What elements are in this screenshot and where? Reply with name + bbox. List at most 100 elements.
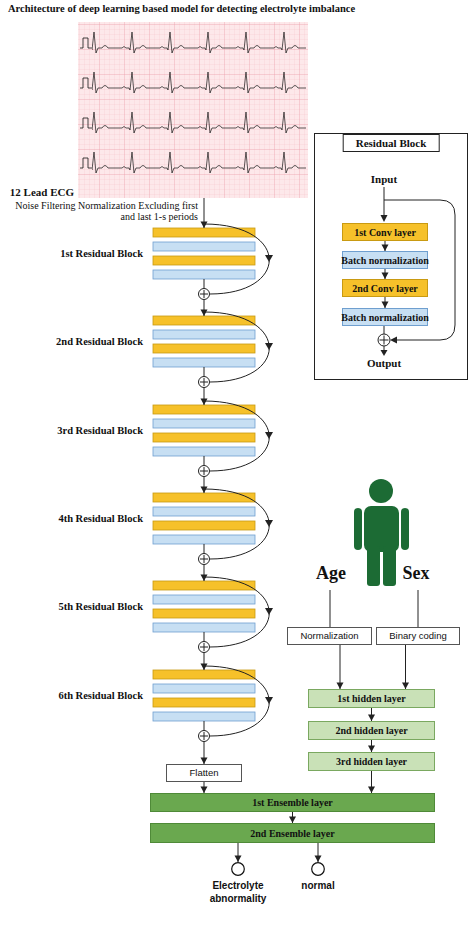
connector-line xyxy=(204,632,205,670)
edge-label: Noise Filtering Normalization Excluding … xyxy=(8,200,198,222)
node-text: 1st Ensemble layer xyxy=(252,797,333,808)
norm-bar xyxy=(153,242,255,251)
residual-block: 6th Residual Block xyxy=(153,670,255,721)
conv-bar xyxy=(153,256,255,265)
connector-line xyxy=(318,843,319,862)
connector-line xyxy=(204,367,205,405)
connector-line xyxy=(238,843,239,862)
person-arm xyxy=(354,508,362,550)
arrow-head xyxy=(201,664,208,671)
norm-bar xyxy=(153,330,255,339)
connector xyxy=(337,645,344,689)
layer-bars xyxy=(153,228,255,721)
arrow-head xyxy=(201,310,208,317)
conv-bar xyxy=(153,698,255,707)
norm-bar xyxy=(153,712,255,721)
output-circle xyxy=(311,862,325,876)
norm-bar xyxy=(153,507,255,516)
connector xyxy=(235,843,242,862)
node-text: Binary coding xyxy=(389,631,447,641)
arrow-head xyxy=(201,222,208,229)
wire xyxy=(384,325,385,350)
connector-line xyxy=(292,812,293,823)
input-label: Sex xyxy=(386,564,446,584)
conv-bar xyxy=(153,609,255,618)
norm-bar xyxy=(153,684,255,693)
person-leg xyxy=(383,546,396,586)
connector-line xyxy=(204,721,205,764)
sum-node xyxy=(378,334,390,346)
skip-arc xyxy=(204,666,269,736)
conv-bar xyxy=(153,433,255,442)
node-text: 2nd Ensemble layer xyxy=(250,828,334,839)
box-title: Residual Block xyxy=(343,134,440,152)
output-circle xyxy=(231,862,245,876)
hidden-layer: 3rd hidden layer xyxy=(308,752,435,771)
block-label: 6th Residual Block xyxy=(58,690,143,702)
connector-line xyxy=(204,544,205,581)
node-text: Flatten xyxy=(189,768,218,778)
arrow-head xyxy=(381,350,388,356)
input-label: Age xyxy=(304,564,358,584)
person-icon xyxy=(354,479,409,586)
block-label: 1st Residual Block xyxy=(60,248,143,260)
ecg-image: 12 Lead ECG xyxy=(78,22,308,198)
connector xyxy=(201,456,208,493)
connector-line xyxy=(204,198,205,228)
node-text: 1st Conv layer xyxy=(354,227,416,238)
arrow-head xyxy=(381,215,388,222)
wire xyxy=(384,187,385,216)
ecg-paper xyxy=(78,22,308,198)
io-label: Output xyxy=(354,357,414,369)
connector-line xyxy=(385,269,386,279)
detail-wires xyxy=(381,187,456,356)
connector-line xyxy=(385,241,386,251)
arrow-head xyxy=(265,608,273,615)
block-label: 3rd Residual Block xyxy=(57,425,143,437)
skip-arc xyxy=(204,312,269,382)
ecg-grid xyxy=(78,22,308,198)
norm-bar xyxy=(153,535,255,544)
norm-bar xyxy=(153,358,255,367)
node-text: Normalization xyxy=(300,631,358,641)
output-circle-shape xyxy=(312,863,325,876)
residual-block: 2nd Residual Block xyxy=(153,316,255,367)
conv-layer: 1st Conv layer xyxy=(342,223,428,241)
arrow-head xyxy=(265,343,273,350)
sum-node xyxy=(199,377,210,388)
ecg-illustration xyxy=(78,22,308,198)
residual-block: 1st Residual Block xyxy=(153,228,255,279)
person-arm xyxy=(401,508,409,550)
demographic-wires xyxy=(330,590,418,627)
skip-arc xyxy=(204,401,269,471)
arrow-head xyxy=(390,337,397,344)
connector-line xyxy=(204,279,205,316)
node-text: Batch normalization xyxy=(341,255,429,266)
block-label: 4th Residual Block xyxy=(58,513,143,525)
block-label: 5th Residual Block xyxy=(58,601,143,613)
norm-bar xyxy=(153,595,255,604)
connector xyxy=(382,269,389,279)
connector xyxy=(201,367,208,405)
skip-arc xyxy=(204,577,269,647)
diagram-title: Architecture of deep learning based mode… xyxy=(8,3,355,14)
skip-arc xyxy=(204,224,269,294)
residual-block: 3rd Residual Block xyxy=(153,405,255,456)
output-label: Electrolyte abnormality xyxy=(198,880,278,905)
sum-node xyxy=(199,466,210,477)
process-box: Binary coding xyxy=(376,627,460,645)
connector xyxy=(201,544,208,581)
connector xyxy=(382,241,389,251)
node-text: 2nd Conv layer xyxy=(352,283,418,294)
output-circle-shape xyxy=(232,863,245,876)
batch-norm-layer: Batch normalization xyxy=(342,308,428,326)
node-text: 2nd hidden layer xyxy=(335,725,407,736)
connector xyxy=(315,843,322,862)
connector-line xyxy=(385,297,386,308)
arrow-head xyxy=(265,697,273,704)
conv-layer: 2nd Conv layer xyxy=(342,279,428,297)
connector xyxy=(201,721,208,764)
sum-node xyxy=(199,554,210,565)
norm-bar xyxy=(153,623,255,632)
